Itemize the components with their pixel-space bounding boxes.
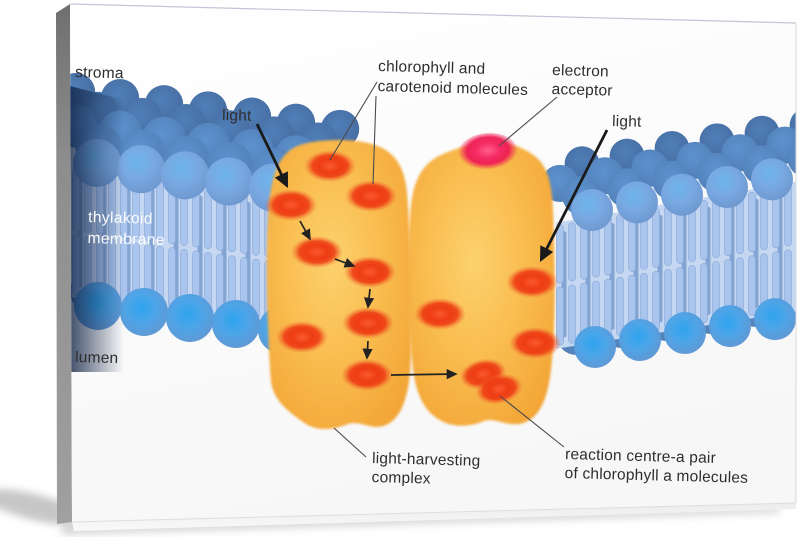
diagram: stroma thylakoid membrane lumen light chl… (70, 58, 800, 489)
lipid-tail (568, 284, 576, 344)
pigment-molecule (345, 180, 397, 212)
pigment-molecule (341, 359, 393, 391)
label-line: complex (371, 469, 431, 488)
label-chlorophyll-carotenoid: chlorophyll andcarotenoid molecules (377, 58, 528, 99)
light-harvesting-complex-blob (266, 139, 412, 430)
lipid-tail (556, 224, 564, 284)
lipid-head-top (751, 158, 793, 201)
label-thylakoid-membrane: thylakoid membrane (87, 209, 165, 249)
lipid-head-bottom (754, 298, 796, 341)
light-arrow (539, 129, 609, 262)
lipid-head-top (706, 166, 748, 209)
lipid-tail (616, 276, 624, 337)
label-lumen: lumen (75, 349, 119, 367)
lipid-tail (784, 249, 792, 310)
lipid-tail (652, 271, 660, 331)
pigment-molecule (276, 321, 328, 353)
label-stroma: stroma (75, 64, 124, 82)
lipid-tail (700, 200, 708, 260)
lipid-head-top (161, 151, 209, 200)
energy-transfer-arrow (299, 220, 311, 241)
pigment-molecule (265, 189, 317, 221)
label-reaction-centre: reaction centre-a pairof chlorophyll a m… (564, 446, 748, 487)
reaction-centre-molecule (475, 373, 523, 405)
pointer-line (499, 395, 565, 448)
pointer-line (372, 95, 377, 185)
canvas-left-edge (56, 4, 72, 524)
pointer-line (329, 81, 378, 161)
label-line: reaction centre-a pair (565, 446, 716, 467)
lipid-tail (797, 248, 800, 308)
label-light-harvesting-complex: light-harvestingcomplex (371, 450, 480, 489)
right-membrane (541, 108, 800, 368)
label-line: thylakoid (88, 209, 153, 228)
label-line: carotenoid molecules (377, 78, 528, 99)
label-line: membrane (87, 230, 165, 249)
light-arrow (255, 123, 289, 189)
lipid-head-bottom (709, 305, 751, 348)
lipid-tail (748, 255, 756, 316)
label-line: chlorophyll and (378, 58, 486, 78)
energy-transfer-arrow (363, 288, 375, 309)
pigment-molecules (265, 132, 561, 405)
pigment-molecule (344, 256, 396, 288)
pigment-molecule (291, 236, 343, 268)
lipid-tail (616, 214, 624, 274)
lipid-head-bottom (166, 293, 214, 342)
lipid-head-bottom (574, 326, 616, 368)
lipid-head-bottom (212, 299, 260, 348)
label-light-right: light (612, 113, 642, 131)
arrows (255, 123, 609, 380)
lipid-head-bottom (664, 312, 706, 355)
label-light-left: light (222, 107, 252, 125)
energy-transfer-arrow (362, 340, 373, 360)
label-line: light-harvesting (372, 450, 481, 470)
label-line: of chlorophyll a molecules (564, 465, 748, 487)
pigment-molecule (342, 307, 394, 339)
label-electron-acceptor: electronacceptor (551, 62, 613, 100)
membrane-left-shading (70, 86, 124, 372)
lipid-head-bottom (619, 319, 661, 362)
canvas-edge-lines (69, 3, 797, 523)
lipid-tail (568, 222, 576, 282)
lipid-tail (168, 247, 176, 308)
label-line: acceptor (551, 81, 612, 100)
lipid-head-top (117, 145, 165, 194)
energy-transfer-arrow (334, 257, 356, 268)
pointer-lines (329, 81, 565, 458)
lipid-head-top (571, 189, 613, 231)
pigment-molecule (414, 298, 466, 330)
lipid-head-bottom (120, 287, 168, 336)
pigment-molecule (509, 327, 561, 359)
lipid-tail (797, 184, 800, 244)
thylakoid-membrane-graphic (70, 72, 800, 368)
lipid-tail (700, 263, 708, 324)
lipid-tail (240, 194, 248, 254)
canvas-bottom-edge (72, 503, 796, 531)
label-line: electron (552, 62, 609, 80)
pigment-molecule (304, 150, 356, 182)
pointer-line (498, 96, 558, 147)
lipid-tail (748, 192, 756, 253)
pigment-molecule (506, 266, 558, 298)
lipid-tail (664, 206, 672, 266)
labels: stroma thylakoid membrane lumen light chl… (75, 58, 748, 489)
pointer-line (333, 427, 367, 458)
lipid-tail (652, 208, 660, 268)
lipid-head-top (796, 151, 800, 193)
lipid-head-top (661, 173, 703, 216)
energy-transfer-arrow (390, 369, 458, 380)
lipid-head-top (205, 157, 253, 206)
lipid-tail (204, 189, 212, 249)
lipid-head-top (616, 181, 658, 224)
lipid-tail (712, 198, 720, 258)
membrane-shadow-overlay (70, 86, 124, 372)
